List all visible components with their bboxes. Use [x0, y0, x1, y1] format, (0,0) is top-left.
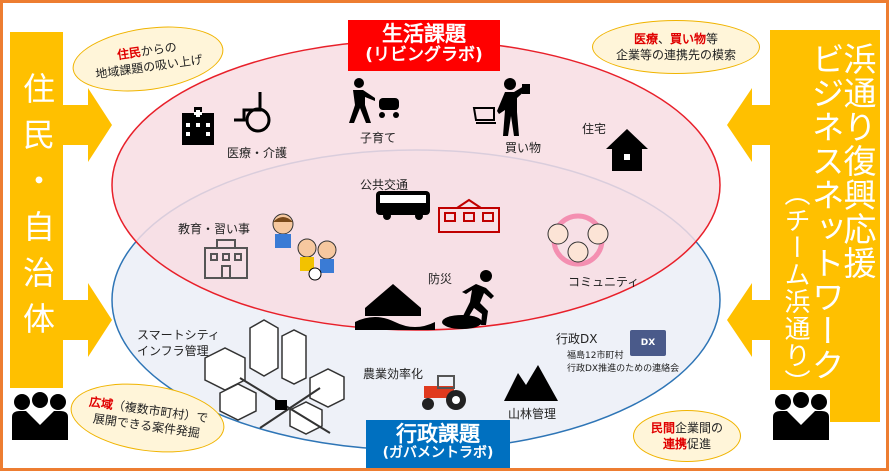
- shopping-label: 買い物: [505, 141, 542, 155]
- shopping-icon: [472, 78, 530, 136]
- mountain-icon: [504, 365, 558, 401]
- train-icon: [438, 198, 500, 233]
- gov-dx-note: 福島12市町村行政DX推進のための連絡会: [567, 350, 679, 376]
- arrow-right-lower: [60, 283, 112, 357]
- disaster-prevention-label: 防災: [428, 272, 453, 286]
- living-lab-subtitle: (リビングラボ): [365, 45, 483, 66]
- gov-lab-title: 行政課題: [396, 422, 480, 446]
- business-network-panel: 浜通り復興応援 ビジネスネットワーク （チーム浜通り）: [770, 30, 880, 422]
- childcare-stroller-icon: [349, 78, 399, 123]
- gov-lab-tag: 行政課題 (ガバメントラボ): [366, 420, 510, 468]
- network-title-col3: （チーム浜通り）: [780, 180, 810, 396]
- smart-city-icon: [204, 319, 345, 435]
- medical-care-label: 医療・介護: [227, 146, 288, 160]
- childcare-label: 子育て: [360, 131, 397, 145]
- gov-lab-subtitle: (ガバメントラボ): [382, 445, 494, 462]
- gov-dx-note-line2: 行政DX推進のための連絡会: [567, 364, 680, 374]
- bubble-highlight: 医療: [633, 32, 658, 46]
- agriculture-label: 農業効率化: [363, 367, 424, 381]
- smart-city-label: スマートシティインフラ管理: [137, 327, 220, 359]
- private-bubble: 民間企業間の 連携促進: [633, 410, 741, 462]
- residents-municipality-panel: 住民・自治体: [10, 32, 63, 388]
- living-lab-tag: 生活課題 (リビングラボ): [348, 20, 500, 71]
- arrow-right-upper: [60, 88, 112, 162]
- bubble-highlight: 連携: [662, 437, 687, 451]
- dx-laptop-icon: DX: [630, 330, 666, 356]
- residents-municipality-title: 住民・自治体: [18, 72, 56, 348]
- children-icon: [272, 213, 337, 281]
- smart-city-label-line1: スマートシティ: [137, 328, 220, 342]
- bubble-text: 企業等の連携先の模索: [615, 48, 736, 62]
- companies-bubble: 医療、買い物等 企業等の連携先の模索: [592, 20, 760, 74]
- tractor-icon: [422, 375, 466, 410]
- network-title-col1: 浜通り復興応援: [838, 42, 877, 280]
- dx-badge-text: DX: [640, 338, 656, 348]
- bubble-text: 企業間の: [675, 421, 724, 435]
- bubble-text: 等: [706, 32, 719, 46]
- living-lab-title: 生活課題: [382, 22, 466, 46]
- school-icon: [204, 239, 248, 279]
- house-icon: [606, 129, 648, 171]
- education-label: 教育・習い事: [178, 222, 251, 236]
- smart-city-label-line2: インフラ管理: [137, 344, 209, 358]
- community-icon: [547, 213, 609, 267]
- bus-icon: [376, 191, 430, 220]
- gov-dx-note-line1: 福島12市町村: [567, 351, 624, 361]
- hospital-icon: [182, 107, 214, 145]
- bubble-text: 促進: [687, 437, 712, 451]
- arrow-left-upper: [727, 88, 772, 162]
- bubble-highlight: 広域: [88, 394, 114, 412]
- network-title-col2: ビジネスネットワーク: [806, 42, 845, 382]
- bubble-text: 、: [657, 32, 670, 46]
- forest-management-label: 山林管理: [508, 407, 557, 421]
- housing-label: 住宅: [582, 122, 607, 136]
- community-label: コミュニティ: [568, 275, 640, 289]
- bubble-highlight: 買い物: [670, 32, 707, 46]
- bubble-highlight: 民間: [650, 421, 675, 435]
- flood-house-icon: [355, 284, 435, 330]
- people-group-icon-right: [773, 392, 829, 440]
- wheelchair-icon: [234, 92, 271, 133]
- people-group-icon-left: [12, 392, 68, 440]
- gov-dx-label: 行政DX: [556, 332, 598, 346]
- evacuation-runner-icon: [442, 270, 494, 329]
- public-transport-label: 公共交通: [360, 178, 409, 192]
- arrow-left-lower: [727, 283, 772, 357]
